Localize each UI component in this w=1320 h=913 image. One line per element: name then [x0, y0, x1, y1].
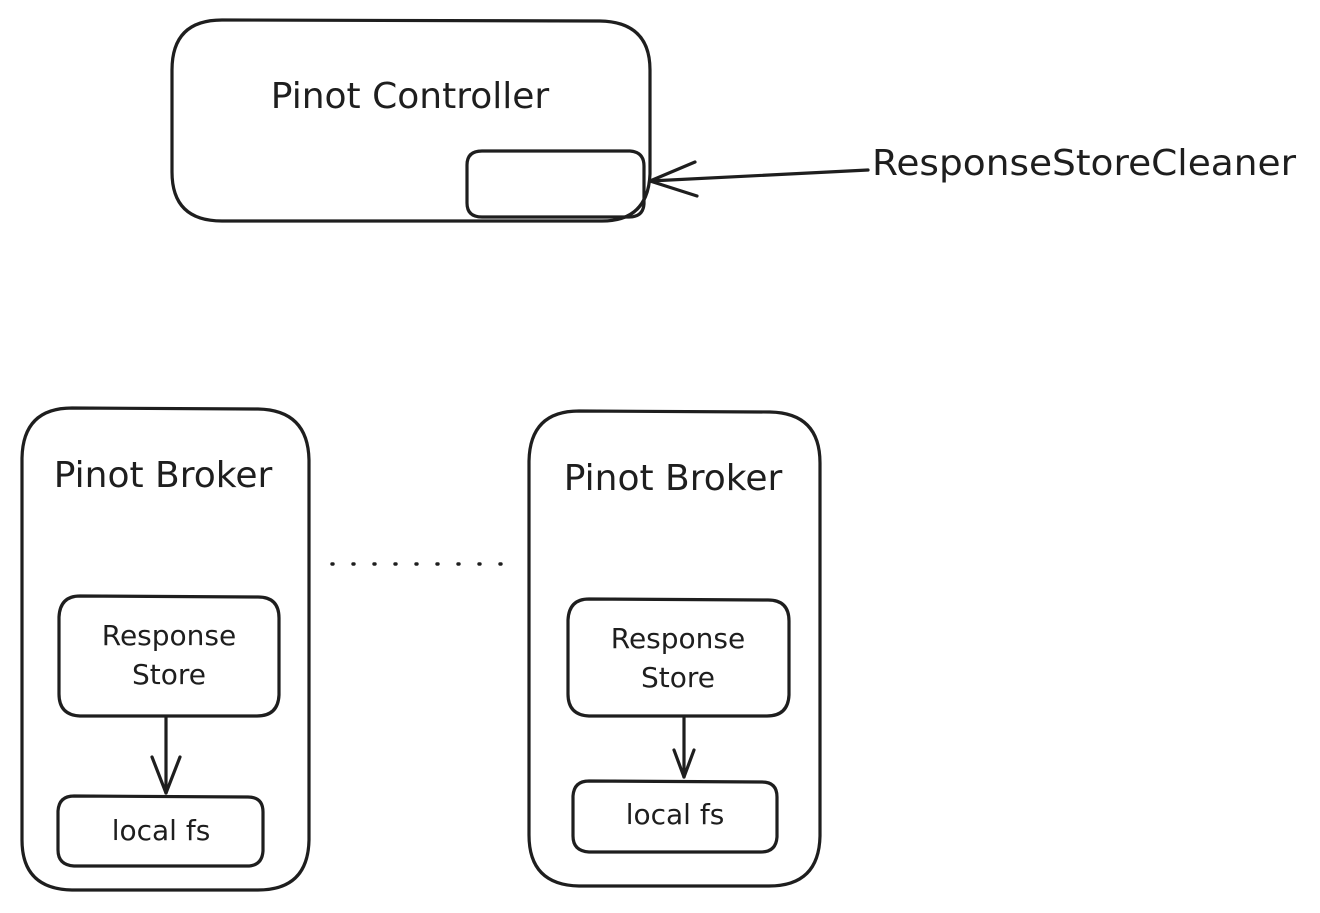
response-store-box	[57, 594, 281, 718]
broker-box	[20, 406, 311, 892]
pinot-broker-1: Pinot Broker Response Store local fs	[20, 406, 311, 892]
response-store-line2: Store	[641, 661, 715, 694]
response-store-line1: Response	[102, 619, 236, 652]
local-fs-label: local fs	[112, 814, 211, 847]
response-store-line2: Store	[132, 658, 206, 691]
response-store-box	[566, 597, 791, 718]
pinot-controller: Pinot Controller	[170, 18, 652, 223]
local-fs-box	[571, 779, 779, 854]
controller-box	[170, 18, 652, 223]
cleaner-arrow-head	[648, 160, 699, 198]
response-store-line1: Response	[611, 622, 745, 655]
cleaner-arrow-line	[648, 168, 870, 183]
cleaner-connector: ResponseStoreCleaner	[648, 143, 1296, 198]
store-to-fs-arrow-head	[672, 748, 696, 779]
broker-title: Pinot Broker	[54, 455, 273, 496]
store-to-fs-arrow-head	[150, 755, 182, 795]
local-fs-label: local fs	[626, 798, 725, 831]
broker-box	[527, 409, 822, 888]
cleaner-label: ResponseStoreCleaner	[872, 143, 1296, 184]
controller-title: Pinot Controller	[271, 76, 550, 117]
pinot-broker-2: Pinot Broker Response Store local fs	[527, 409, 822, 888]
cleaner-component-box	[465, 149, 646, 219]
broker-title: Pinot Broker	[564, 458, 783, 499]
local-fs-box	[56, 794, 265, 868]
